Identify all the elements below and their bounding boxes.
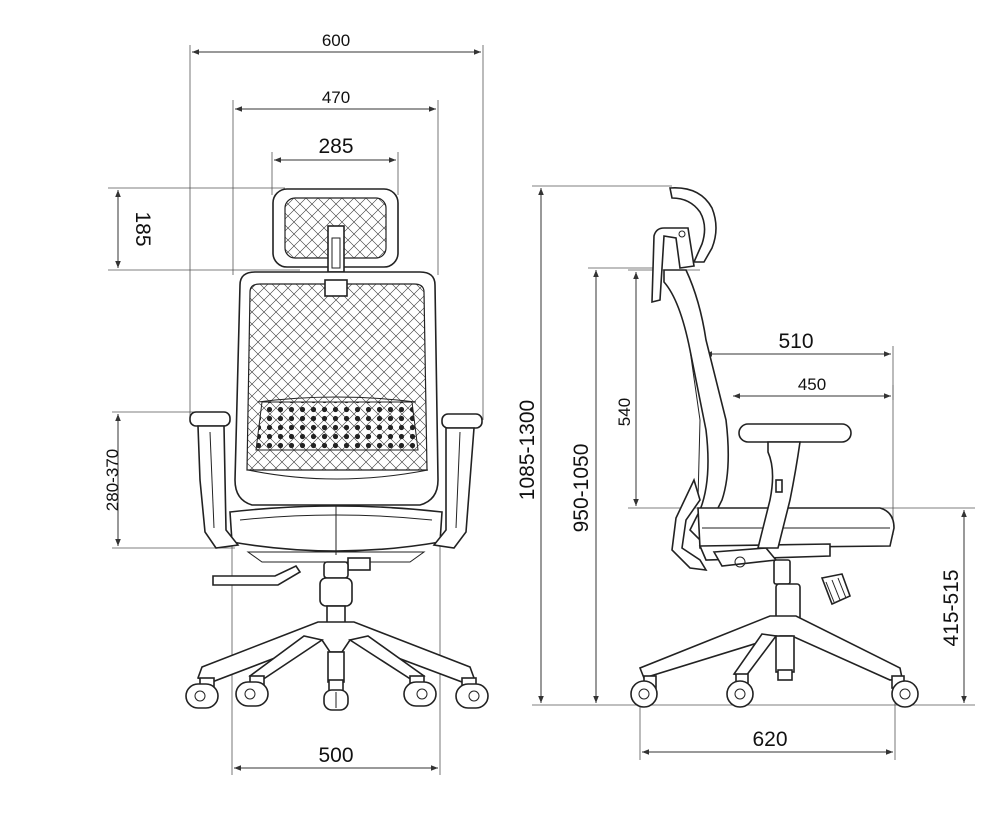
front-backrest: [234, 271, 439, 506]
dim-seat-height: 415-515: [940, 569, 963, 646]
front-headrest: [272, 188, 399, 273]
side-chair: [630, 187, 919, 708]
side-dimension-lines: [538, 188, 967, 755]
dim-backrest-top-height: 950-1050: [570, 444, 593, 533]
dim-backrest-height: 540: [615, 398, 634, 426]
side-caster: [630, 675, 658, 708]
dim-armrest-height: 280-370: [103, 449, 122, 511]
side-caster: [726, 673, 754, 708]
side-headrest: [651, 187, 717, 304]
dim-armrest-depth: 450: [798, 375, 826, 394]
front-caster: [403, 675, 437, 707]
front-armrest-left: [189, 411, 240, 549]
front-gas-cylinder: [319, 561, 353, 629]
dim-base-width: 500: [318, 744, 353, 767]
side-seat: [697, 507, 895, 568]
side-caster: [777, 669, 793, 681]
front-caster: [185, 677, 219, 709]
side-extension-lines: [532, 185, 975, 760]
dim-headrest-height: 185: [131, 211, 154, 246]
side-caster: [891, 675, 919, 708]
front-caster: [455, 677, 489, 709]
front-chair: [185, 188, 489, 711]
front-dimension-lines: [115, 49, 481, 771]
dim-seat-depth: 510: [778, 330, 813, 353]
side-armrest: [738, 423, 852, 549]
dim-backrest-width: 470: [322, 88, 350, 107]
side-base: [638, 615, 903, 681]
dim-overall-width: 600: [322, 31, 350, 50]
front-caster: [235, 675, 269, 707]
front-seat: [229, 505, 443, 563]
side-casters: [630, 669, 919, 708]
side-view: 1085-1300 950-1050 540 510 450 415-515 6…: [516, 185, 975, 760]
front-view: 600 470 285 185 280-370 500: [103, 31, 489, 775]
side-gas-cylinder: [773, 559, 852, 621]
front-casters: [185, 675, 489, 711]
dim-overall-height: 1085-1300: [516, 400, 539, 500]
front-tilt-lever: [212, 557, 371, 586]
dim-base-depth: 620: [752, 728, 787, 751]
front-caster: [323, 679, 349, 711]
front-armrest-right: [432, 413, 483, 549]
front-base: [196, 621, 476, 683]
dim-headrest-width: 285: [318, 135, 353, 158]
